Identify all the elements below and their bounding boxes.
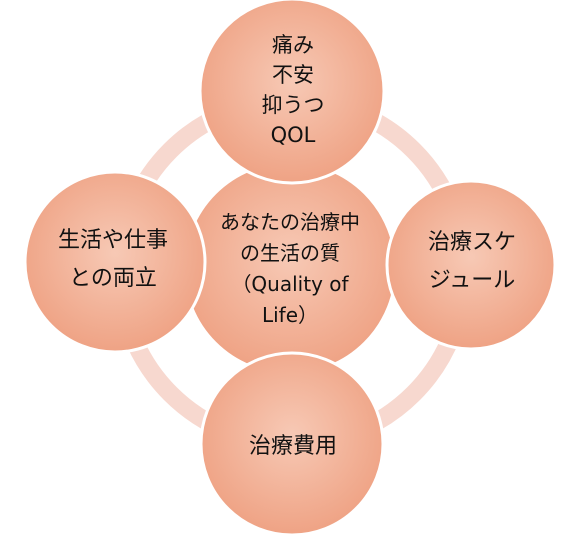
left-line-1: 生活や仕事 [57,227,168,253]
left-line-2: との両立 [69,266,157,291]
center-circle-label: あなたの治療中 の生活の質 （Quality of Life） [196,184,384,354]
bottom-line-1: 治療費用 [248,434,337,460]
center-line-1: あなたの治療中 [220,210,360,234]
top-line-2: 不安 [272,63,314,88]
top-circle [198,0,386,185]
right-circle [385,179,557,351]
left-circle-label: 生活や仕事 との両立 [28,210,198,310]
right-line-1: 治療スケ [427,229,516,255]
right-line-2: ジュール [428,268,516,293]
top-line-1: 痛み [272,33,314,58]
right-circle-label: 治療スケ ジュール [392,212,552,312]
center-line-3: （Quality of [231,272,349,296]
top-line-3: 抑うつ [261,93,325,117]
left-circle [23,170,207,354]
top-circle-label: 痛み 不安 抑うつ QOL [208,16,378,166]
bottom-circle-label: 治療費用 [208,412,378,482]
top-line-4: QOL [270,122,316,147]
center-line-2: の生活の質 [240,241,340,265]
bottom-circle [199,351,385,537]
center-line-4: Life） [261,303,319,327]
